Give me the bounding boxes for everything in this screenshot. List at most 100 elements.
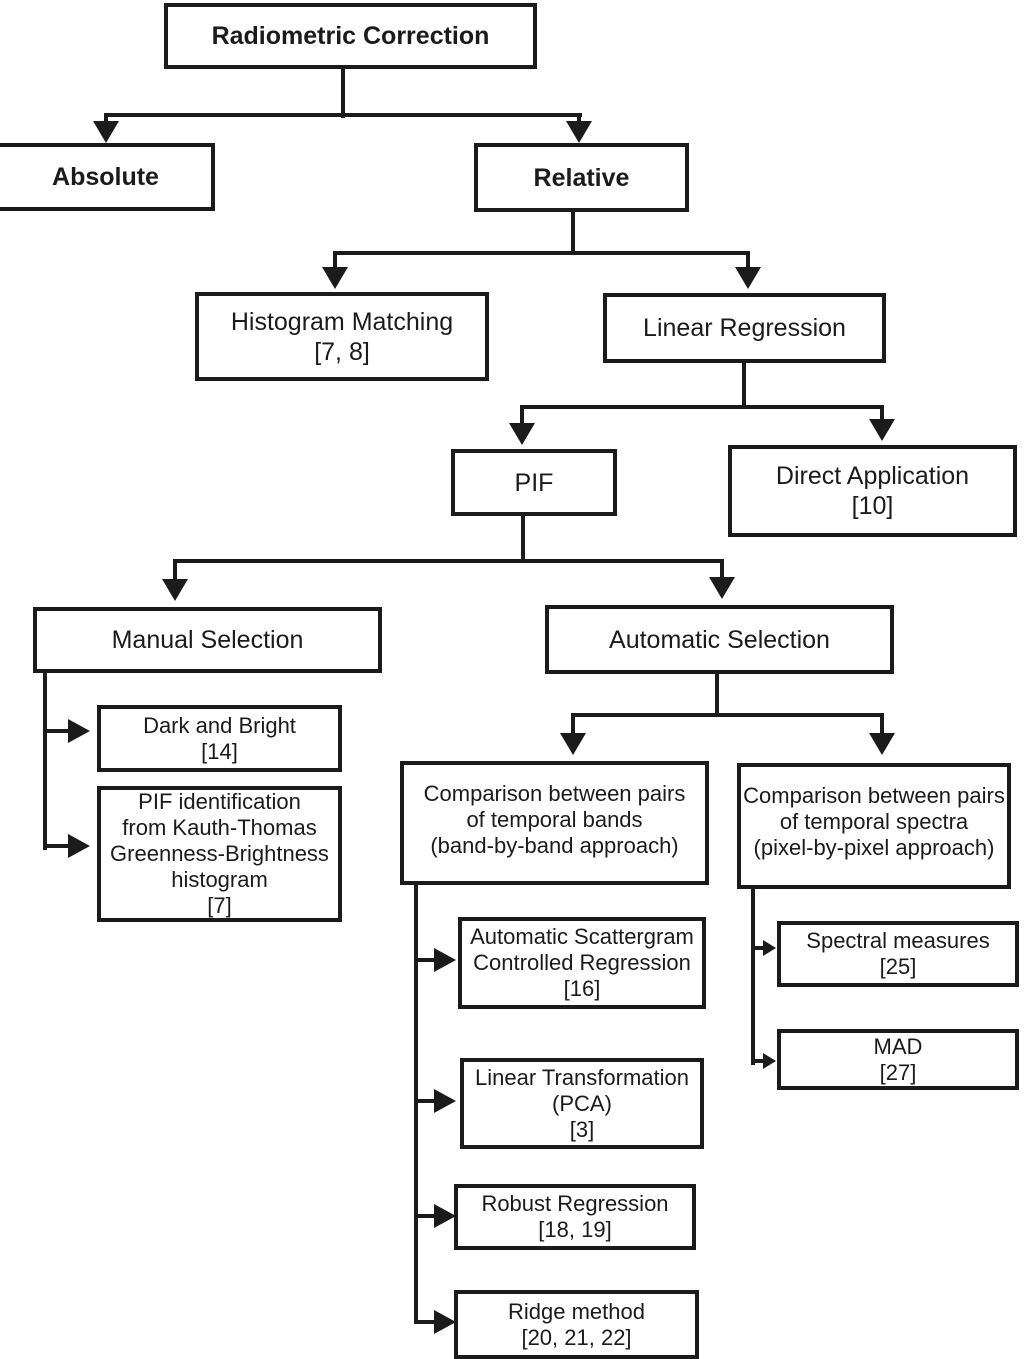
connector-stub-comparison-bands — [571, 717, 575, 734]
node-pif: PIF — [451, 449, 617, 516]
node-label: Controlled Regression — [473, 950, 691, 975]
node-label: (band-by-band approach) — [430, 833, 679, 858]
node-label: Ridge method — [508, 1298, 645, 1324]
connector-stub-pif — [520, 409, 524, 424]
connector-stub-mad — [755, 1059, 764, 1063]
connector-relative-rail — [333, 251, 750, 255]
node-label: (PCA) — [552, 1090, 612, 1116]
connector-relative-drop — [571, 212, 575, 254]
node-label: (pixel-by-pixel approach) — [753, 835, 995, 860]
node-label: PIF — [514, 468, 554, 497]
connector-root-rail — [104, 113, 582, 117]
node-label: Radiometric Correction — [211, 22, 490, 50]
arrowhead-right-to-pif-identification-icon — [68, 834, 90, 858]
connector-spectra-branch-drop — [751, 888, 755, 1065]
connector-manual-branch-drop — [43, 672, 47, 850]
connector-pif-rail — [173, 559, 724, 563]
node-direct-application: Direct Application [10] — [728, 445, 1017, 537]
node-reference: [3] — [569, 1116, 595, 1142]
arrowhead-down-to-pif-icon — [509, 423, 535, 445]
connector-root-drop — [341, 68, 345, 118]
node-reference: [20, 21, 22] — [521, 1324, 632, 1350]
connector-bands-branch-drop — [414, 884, 418, 1324]
connector-stub-robust-regression — [418, 1214, 434, 1218]
node-spectral-measures: Spectral measures [25] — [777, 921, 1019, 987]
connector-stub-direct-application — [880, 409, 884, 420]
arrowhead-right-to-ridge-method-icon — [434, 1310, 456, 1334]
node-reference: [14] — [201, 738, 238, 764]
node-label: Dark and Bright — [143, 712, 296, 738]
node-label: Relative — [533, 163, 630, 192]
connector-stub-spectral-measures — [755, 946, 764, 950]
node-reference: [18, 19] — [538, 1217, 612, 1242]
node-reference: [10] — [851, 492, 894, 520]
arrowhead-right-to-spectral-measures-icon — [763, 940, 776, 956]
node-label: Linear Regression — [643, 314, 846, 342]
node-label: Direct Application — [775, 462, 970, 490]
connector-stub-automatic-selection — [720, 563, 724, 578]
node-linear-transformation: Linear Transformation (PCA) [3] — [460, 1058, 704, 1149]
connector-stub-absolute — [104, 117, 108, 122]
connector-stub-relative — [577, 117, 581, 122]
arrowhead-right-to-dark-and-bright-icon — [68, 719, 90, 743]
arrowhead-right-to-robust-regression-icon — [434, 1204, 456, 1228]
node-radiometric-correction: Radiometric Correction — [164, 3, 537, 69]
node-label: Absolute — [52, 163, 159, 191]
node-relative: Relative — [474, 143, 689, 212]
arrowhead-right-to-linear-transformation-icon — [434, 1089, 456, 1113]
node-label: Robust Regression — [481, 1191, 669, 1216]
arrowhead-down-to-comparison-bands-icon — [560, 733, 586, 755]
node-label: Linear Transformation — [475, 1064, 689, 1090]
node-robust-regression: Robust Regression [18, 19] — [454, 1184, 696, 1250]
node-label: Automatic Scattergram — [470, 924, 694, 949]
node-comparison-temporal-bands: Comparison between pairs of temporal ban… — [400, 761, 709, 885]
node-absolute: Absolute — [0, 143, 215, 211]
arrowhead-down-to-histogram-icon — [322, 267, 348, 289]
node-label: Greenness-Brightness — [110, 841, 329, 866]
connector-autosel-drop — [715, 674, 719, 716]
arrowhead-down-to-direct-application-icon — [869, 419, 895, 441]
node-label: Automatic Selection — [609, 625, 830, 654]
arrowhead-down-to-absolute-icon — [93, 121, 119, 143]
node-comparison-temporal-spectra: Comparison between pairs of temporal spe… — [737, 763, 1011, 889]
node-dark-and-bright: Dark and Bright [14] — [97, 705, 342, 772]
node-label: Comparison between pairs — [743, 783, 1005, 808]
arrowhead-right-to-mad-icon — [763, 1053, 776, 1069]
node-reference: [25] — [879, 954, 917, 979]
connector-stub-dark-and-bright — [47, 729, 68, 733]
node-label: Spectral measures — [806, 928, 990, 953]
node-reference: [27] — [879, 1059, 917, 1085]
connector-linreg-drop — [742, 363, 746, 409]
node-label: of temporal bands — [466, 807, 643, 832]
connector-pif-drop — [521, 516, 525, 562]
node-linear-regression: Linear Regression — [603, 293, 886, 363]
connector-autosel-rail — [571, 713, 884, 717]
node-label: MAD — [873, 1033, 923, 1059]
arrowhead-down-to-relative-icon — [566, 121, 592, 143]
arrowhead-down-to-comparison-spectra-icon — [869, 733, 895, 755]
node-pif-identification: PIF identification from Kauth-Thomas Gre… — [97, 786, 342, 922]
node-label: of temporal spectra — [779, 809, 969, 834]
node-label: Histogram Matching — [230, 307, 454, 336]
node-reference: [7] — [207, 893, 232, 918]
node-label: from Kauth-Thomas — [122, 815, 317, 840]
node-automatic-scattergram: Automatic Scattergram Controlled Regress… — [458, 917, 706, 1009]
connector-linreg-rail — [520, 405, 884, 409]
connector-stub-pif-identification — [47, 844, 68, 848]
node-label: histogram — [171, 867, 268, 892]
connector-stub-linear-regression — [746, 255, 750, 268]
connector-stub-scattergram — [418, 958, 434, 962]
node-automatic-selection: Automatic Selection — [545, 605, 894, 674]
connector-stub-linear-transformation — [418, 1099, 434, 1103]
node-label: Comparison between pairs — [423, 781, 686, 806]
connector-stub-manual-selection — [173, 563, 177, 580]
node-manual-selection: Manual Selection — [33, 607, 382, 673]
arrowhead-right-to-scattergram-icon — [434, 948, 456, 972]
connector-stub-ridge-method — [418, 1320, 434, 1324]
node-mad: MAD [27] — [777, 1029, 1019, 1090]
node-label: Manual Selection — [111, 626, 304, 654]
arrowhead-down-to-linear-regression-icon — [735, 267, 761, 289]
node-histogram-matching: Histogram Matching [7, 8] — [195, 292, 489, 381]
arrowhead-down-to-automatic-selection-icon — [709, 577, 735, 599]
